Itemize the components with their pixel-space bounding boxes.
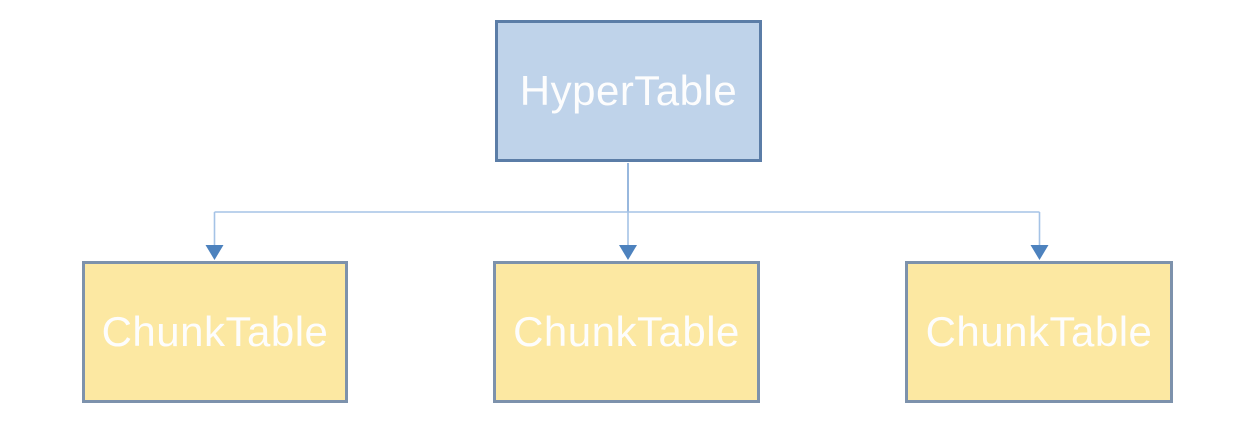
node-chunktable-3-label: ChunkTable <box>925 308 1153 355</box>
node-hypertable: HyperTable <box>495 20 762 162</box>
arrowhead-middle-icon <box>619 245 637 260</box>
node-chunktable-1-label: ChunkTable <box>101 308 329 355</box>
node-chunktable-2: ChunkTable <box>493 261 760 403</box>
arrowhead-left-icon <box>205 245 224 260</box>
node-chunktable-2-label: ChunkTable <box>513 308 740 355</box>
arrowhead-right-icon <box>1030 245 1049 260</box>
node-chunktable-3: ChunkTable <box>905 261 1173 403</box>
node-hypertable-label: HyperTable <box>519 67 738 114</box>
node-chunktable-1: ChunkTable <box>82 261 348 403</box>
